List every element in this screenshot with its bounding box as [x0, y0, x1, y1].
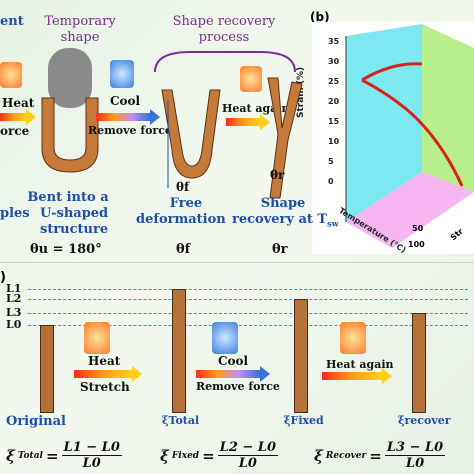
y-tick: 35 — [328, 37, 340, 46]
temporary-u-shape — [41, 48, 99, 173]
strain-3d-plot — [312, 22, 474, 254]
L2-label: L2 — [6, 292, 22, 305]
cool-icon — [110, 60, 134, 88]
recover-bar — [412, 313, 426, 413]
cool-label-top: Cool — [110, 94, 141, 108]
remove-force-label-bottom: Remove force — [196, 380, 280, 393]
y-tick: 30 — [328, 57, 340, 66]
shape-recovery-process-label: Shape recovery process — [172, 14, 276, 45]
theta-r-label-top: θr — [270, 168, 285, 182]
xi-fixed-label: ξFixed — [284, 414, 324, 427]
heat-again-label-bottom: Heat again — [326, 358, 394, 371]
cool-arrow-top — [96, 109, 160, 125]
remove-force-arrow — [196, 366, 270, 382]
y-tick: 0 — [328, 177, 334, 186]
panel-divider — [0, 262, 474, 263]
eq2-fraction: L2 − L0 L0 — [217, 440, 278, 471]
heat-again-icon-bottom — [340, 322, 366, 354]
eq1-sub: Total — [17, 450, 43, 461]
L0-dashed-line — [28, 325, 468, 326]
heat-icon — [0, 62, 22, 88]
eq2-denominator: L0 — [238, 456, 257, 471]
heat-again-icon — [240, 66, 262, 92]
theta-f-label-top: θf — [176, 180, 190, 194]
xi-recover-label: ξrecover — [398, 414, 451, 427]
cool-label-bottom: Cool — [218, 354, 249, 368]
L1-label: L1 — [6, 282, 22, 295]
y-tick: 15 — [328, 117, 340, 126]
bent-label-partial: ent — [0, 14, 24, 29]
samples-label-partial: ples — [0, 206, 30, 221]
eq1-fraction: L1 − L0 L0 — [61, 440, 122, 471]
bent-into-label: Bent into a — [27, 190, 109, 205]
eq2-lhs: ξ — [160, 446, 169, 465]
eq3-lhs: ξ — [314, 446, 323, 465]
theta-f-bottom-label: θf — [176, 242, 191, 257]
y-tick: 25 — [328, 77, 340, 86]
shape-label: Shape — [260, 196, 306, 211]
recovery-bracket — [154, 51, 296, 73]
L2-dashed-line — [28, 299, 468, 300]
eq1-equals: = — [45, 446, 59, 465]
u-shaped-label: U-shaped — [40, 206, 109, 221]
eq2-sub: Fixed — [171, 450, 200, 461]
eq3-sub: Recover — [325, 450, 367, 461]
free-deformation-shape — [161, 89, 221, 188]
recovered-shape — [267, 77, 303, 199]
panel-c-label-partial: ) — [0, 270, 6, 285]
plot-y-ticks: 35 30 25 20 15 10 5 0 — [328, 32, 339, 192]
recovery-at-label: recovery at Tsw — [232, 212, 338, 229]
temporary-shape-label: Temporary shape — [44, 14, 116, 45]
y-tick: 10 — [328, 137, 340, 146]
theta-r-bottom-label: θr — [272, 242, 288, 257]
cool-icon-bottom — [212, 322, 238, 354]
eq3-fraction: L3 − L0 L0 — [384, 440, 446, 471]
free-label: Free — [169, 196, 203, 211]
L3-dashed-line — [28, 313, 468, 314]
deformation-label: deformation — [136, 212, 226, 227]
eq2-equals: = — [202, 446, 215, 465]
L0-label: L0 — [6, 318, 22, 331]
eq3-equals: = — [369, 446, 382, 465]
heat-again-arrow-top — [226, 114, 270, 130]
L1-dashed-line — [28, 289, 468, 290]
sw-subscript: sw — [327, 218, 339, 229]
stretch-arrow — [74, 366, 142, 382]
xi-total-label: ξTotal — [162, 414, 200, 427]
y-tick: 20 — [328, 97, 340, 106]
eq1-numerator: L1 − L0 — [61, 440, 122, 456]
L3-label: L3 — [6, 306, 22, 319]
eq3-denominator: L0 — [405, 456, 425, 471]
heat-again-arrow-bottom — [322, 368, 392, 384]
eq1-lhs: ξ — [6, 446, 15, 465]
heat-arrow-top — [0, 109, 36, 125]
force-label-partial: orce — [0, 124, 30, 138]
eq2-numerator: L2 − L0 — [217, 440, 278, 456]
eq3-numerator: L3 − L0 — [384, 440, 446, 456]
original-label: Original — [6, 414, 66, 429]
original-bar — [40, 325, 54, 413]
fixed-bar — [294, 299, 308, 413]
eq1-denominator: L0 — [82, 456, 101, 471]
panel-b-label: (b) — [310, 10, 330, 24]
total-bar — [172, 289, 186, 413]
theta-u-label: θu = 180° — [30, 242, 102, 257]
structure-label: structure — [40, 222, 109, 237]
stretch-label: Stretch — [80, 380, 130, 394]
remove-force-label-top: Remove force — [88, 124, 172, 137]
recovery-at-text: recovery at T — [232, 212, 328, 227]
heat-label-bottom: Heat — [88, 354, 121, 368]
plot-x-tick-100: 100 — [408, 240, 425, 249]
plot-x-tick-50: 50 — [412, 224, 424, 233]
y-tick: 5 — [328, 157, 334, 166]
heat-icon-bottom — [84, 322, 110, 354]
heat-label-top: Heat — [2, 96, 35, 110]
